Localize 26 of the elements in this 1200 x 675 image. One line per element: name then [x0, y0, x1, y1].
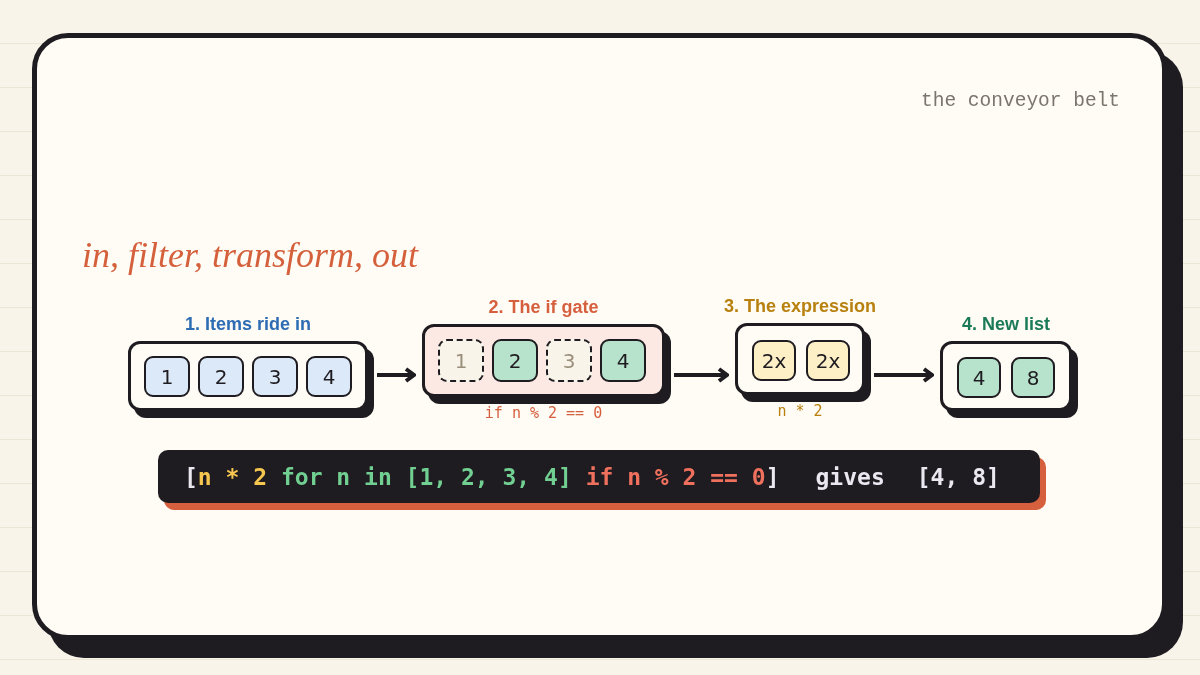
code-keyword: gives	[815, 463, 885, 490]
item-tile: 4	[600, 339, 646, 382]
item-tile: 4	[306, 356, 352, 397]
page-title: in, filter, transform, out	[82, 234, 419, 276]
item-tile: 2x	[752, 340, 796, 381]
code-result: [4, 8]	[916, 463, 1000, 490]
dropped-item-tile: 3	[546, 339, 592, 382]
item-tile: 2	[198, 356, 244, 397]
item-tile: 4	[957, 357, 1001, 398]
arrow	[874, 367, 934, 383]
item-tile: 2x	[806, 340, 850, 381]
item-tile: 2	[492, 339, 538, 382]
stage-heading: 3. The expression	[723, 295, 877, 317]
code-expression: [n * 2 for n in [1, 2, 3, 4] if n % 2 == 0]	[184, 463, 780, 490]
item-tile: 3	[252, 356, 298, 397]
dropped-item-tile: 1	[438, 339, 484, 382]
stage-heading: 1. Items ride in	[185, 313, 311, 335]
stage-heading: 4. New list	[962, 313, 1050, 335]
arrow	[674, 367, 729, 383]
subtitle: the conveyor belt	[921, 89, 1120, 113]
code-caption: n * 2	[777, 402, 823, 420]
stage-heading: 2. The if gate	[488, 296, 599, 318]
code-caption: if n % 2 == 0	[484, 404, 603, 422]
item-tile: 8	[1011, 357, 1055, 398]
item-tile: 1	[144, 356, 190, 397]
arrow	[377, 367, 416, 383]
